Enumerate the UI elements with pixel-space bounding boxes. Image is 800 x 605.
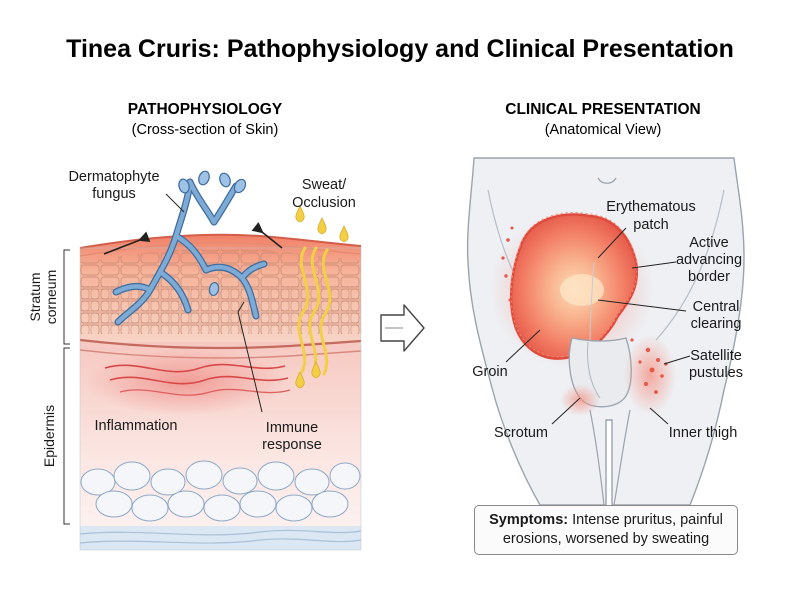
- cross-section-frame: [79, 247, 362, 551]
- sweat-streams: [297, 246, 332, 376]
- keratinocyte-cells-lower: [80, 286, 361, 334]
- anatomical-view: Erythematous patch Active advancing bord…: [466, 157, 745, 506]
- arrow-surface-right: [251, 222, 283, 249]
- stratum-label-line1: Stratum: [27, 272, 43, 321]
- fungus-label-line2: fungus: [92, 186, 136, 202]
- penis-outline: [589, 261, 595, 341]
- layer-brackets: [63, 249, 70, 525]
- immune-label-line1: Immune: [266, 420, 318, 436]
- right-hip-crease: [655, 189, 725, 341]
- inflammation-wave-3: [119, 388, 291, 396]
- sweat-label-line2: Occlusion: [292, 195, 356, 211]
- immune-leader-tip: [237, 301, 245, 313]
- clinical-leaders: [505, 227, 691, 505]
- main-title: Tinea Cruris: Pathophysiology and Clinic…: [66, 35, 734, 63]
- satellite-label-line1: Satellite: [690, 348, 742, 364]
- subcutaneous-line-2: [79, 538, 362, 544]
- scrotum-glow: [560, 384, 600, 416]
- arrow-surface-left: [103, 231, 151, 255]
- dermis-cells: [80, 460, 361, 522]
- fungus-label-line1: Dermatophyte: [68, 169, 159, 185]
- inflammation-wave-2: [109, 375, 289, 385]
- clearing-label-line2: clearing: [691, 316, 742, 332]
- immune-label-line2: response: [262, 437, 322, 453]
- symptoms-box: Symptoms: Intense pruritus, painful eros…: [474, 505, 738, 555]
- satellite-leader: [663, 355, 691, 365]
- epidermis-label: Epidermis: [41, 405, 57, 467]
- stratum-bracket: [63, 249, 70, 345]
- satellite-label-line2: pustules: [689, 365, 743, 381]
- scrotum-label: Scrotum: [494, 425, 548, 441]
- patch-leader: [597, 227, 627, 259]
- fungus-leader: [165, 193, 185, 213]
- groin-leader: [505, 329, 541, 363]
- clearing-leader: [597, 299, 687, 312]
- inner-thigh-glow: [624, 335, 676, 415]
- patch-label-line2: patch: [633, 217, 668, 233]
- inflammation-wave-1: [104, 363, 286, 373]
- left-inner-leg: [589, 409, 605, 506]
- navel: [597, 177, 617, 184]
- right-inner-leg: [613, 409, 631, 506]
- right-subheading: (Anatomical View): [545, 122, 662, 138]
- left-heading: PATHOPHYSIOLOGY: [128, 101, 283, 118]
- basement-membrane: [79, 338, 362, 350]
- inner-thigh-leader: [649, 407, 669, 425]
- inflammation-label: Inflammation: [94, 418, 177, 434]
- groin-label: Groin: [472, 364, 507, 380]
- border-label-line1: Active: [689, 235, 729, 251]
- clearing-label-line1: Central: [693, 299, 740, 315]
- border-label-line2: advancing: [676, 252, 742, 268]
- left-subheading: (Cross-section of Skin): [132, 122, 279, 138]
- skin-surface-line: [79, 233, 362, 249]
- patch-label-line1: Erythematous: [606, 199, 695, 215]
- border-leader: [631, 261, 677, 269]
- sweat-label-line1: Sweat/: [302, 177, 347, 193]
- inner-thigh-label: Inner thigh: [669, 425, 738, 441]
- subcutaneous-band: [80, 526, 361, 550]
- border-label-line3: border: [688, 269, 730, 285]
- symptoms-label: Symptoms:: [489, 512, 569, 528]
- subcutaneous-line: [79, 529, 362, 536]
- skin-surface-line-2: [79, 242, 362, 257]
- symptoms-line2: erosions, worsened by sweating: [502, 531, 710, 547]
- skin-cross-section: [79, 170, 362, 551]
- right-heading: CLINICAL PRESENTATION: [505, 101, 700, 118]
- epidermis-bracket: [63, 347, 70, 525]
- sweat-droplets: [295, 205, 349, 389]
- satellite-pustules: [501, 226, 668, 394]
- symptoms-line1: Intense pruritus, painful: [568, 512, 723, 528]
- fungal-spores: [178, 170, 247, 297]
- scrotum-leader: [551, 397, 581, 425]
- central-clearing-zone: [560, 274, 604, 306]
- stratum-label-line2: corneum: [43, 270, 59, 324]
- immune-leader: [237, 311, 263, 413]
